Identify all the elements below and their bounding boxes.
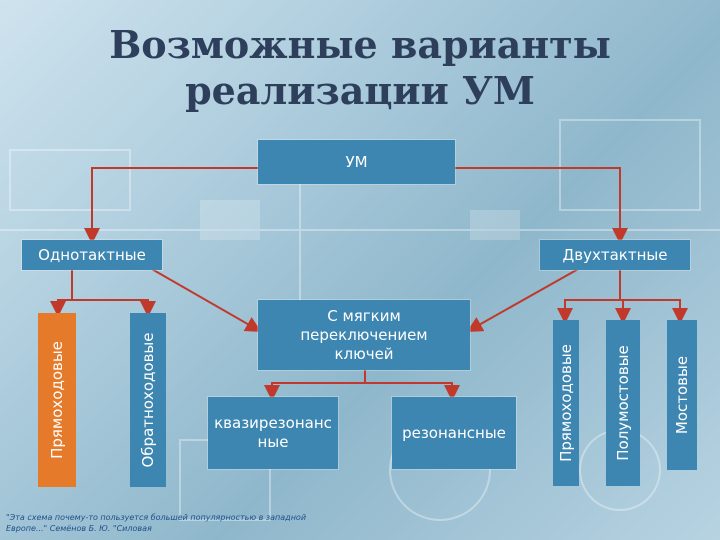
node-quasi-resonant-label: квазирезонанс ные [214,414,332,451]
footnote-quote: "Эта схема почему-то пользуется большей … [6,513,307,533]
node-full-bridge-label: Мостовые [673,355,691,435]
node-single-flyback-label: Обратноходовые [139,332,157,468]
title-line-2: реализации УМ [185,68,535,113]
node-resonant: резонансные [392,397,516,469]
node-push-pull: Двухтактные [540,240,690,270]
node-single-ended-label: Однотактные [38,245,146,264]
title-line-1: Возможные варианты [109,22,611,67]
node-push-pull-label: Двухтактные [562,245,668,264]
node-half-bridge: Полумостовые [606,320,640,486]
node-um: УМ [258,140,455,184]
node-soft-switching: С мягким переключением ключей [258,300,470,370]
node-quasi-resonant: квазирезонанс ные [208,397,338,469]
page-title: Возможные варианты реализации УМ [0,22,720,114]
node-single-ended: Однотактные [22,240,162,270]
node-soft-switching-label: С мягким переключением ключей [300,306,428,363]
node-um-label: УМ [345,152,368,171]
node-single-forward: Прямоходовые [38,313,76,487]
node-resonant-label: резонансные [402,423,506,442]
node-push-pull-forward: Прямоходовые [553,320,579,486]
node-full-bridge: Мостовые [667,320,697,470]
node-single-forward-label: Прямоходовые [48,341,66,459]
node-single-flyback: Обратноходовые [130,313,166,487]
node-half-bridge-label: Полумостовые [614,345,632,461]
node-push-pull-forward-label: Прямоходовые [557,344,575,462]
